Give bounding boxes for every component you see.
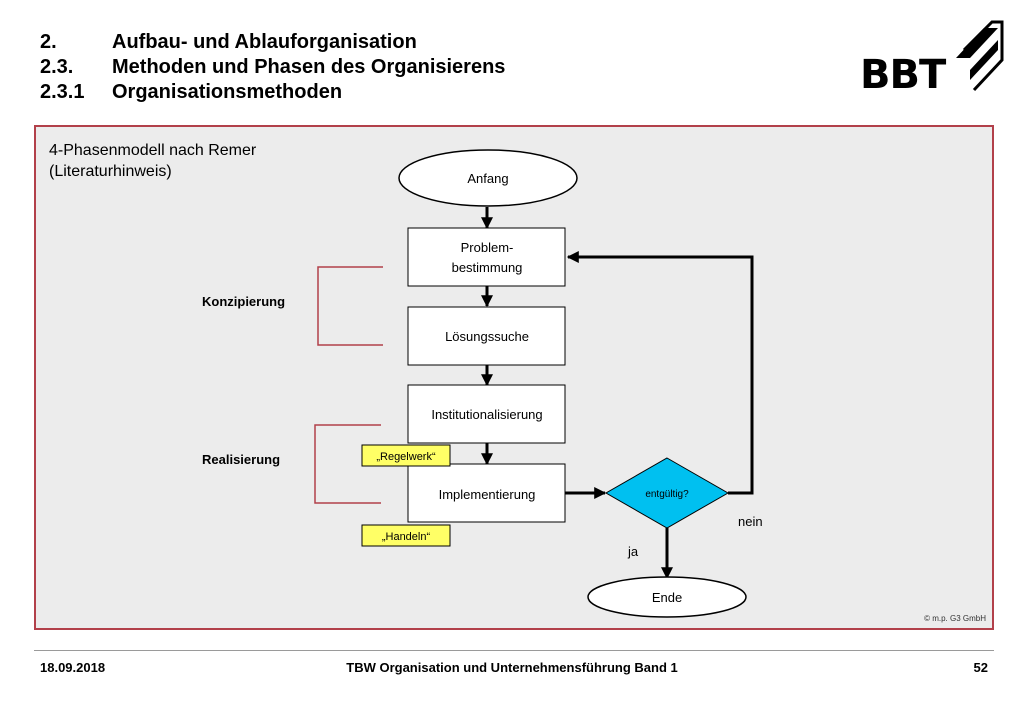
header-number-2: 2.3.	[40, 56, 74, 78]
header-title-2: Methoden und Phasen des Organisierens	[112, 56, 506, 78]
step-institutionalisierung	[407, 384, 566, 444]
step-problembestimmung-label-2: bestimmung	[452, 260, 523, 275]
footer-page-number: 52	[973, 660, 988, 675]
step-institutionalisierung-label: Institutionalisierung	[431, 407, 542, 422]
step-problembestimmung	[407, 227, 566, 287]
tag-regelwerk	[361, 444, 451, 467]
tag-regelwerk-label: „Regelwerk“	[376, 451, 436, 463]
arrow-loop-back	[566, 251, 754, 495]
bbt-logo: BBT	[860, 20, 1004, 98]
panel-title: 4-Phasenmodell nach Remer	[49, 142, 257, 159]
decision-label: entgültig?	[645, 489, 689, 500]
start-node	[398, 149, 578, 207]
group-realisierung: Realisierung	[202, 452, 280, 467]
diagram-panel	[34, 125, 994, 630]
panel-subtitle: (Literaturhinweis)	[49, 163, 172, 180]
decision-node	[604, 457, 730, 529]
end-node	[587, 576, 747, 618]
tag-handeln	[361, 524, 451, 547]
label-nein: nein	[738, 514, 763, 529]
step-implementierung-label: Implementierung	[439, 487, 536, 502]
logo-text: BBT	[860, 52, 947, 98]
bracket-konzipierung	[317, 266, 383, 346]
header-title-1: Aufbau- und Ablauforganisation	[112, 31, 417, 53]
footer-title: TBW Organisation und Unternehmensführung…	[346, 660, 678, 675]
header-title-3: Organisationsmethoden	[112, 81, 343, 103]
footer-divider	[34, 650, 994, 651]
step-loesungssuche-label: Lösungssuche	[445, 329, 529, 344]
tag-handeln-label: „Handeln“	[382, 531, 431, 543]
footer-date: 18.09.2018	[40, 660, 106, 675]
start-label: Anfang	[467, 171, 508, 186]
group-konzipierung: Konzipierung	[202, 294, 285, 309]
header-number-1: 2.	[40, 31, 57, 53]
step-implementierung	[407, 463, 566, 523]
copyright-note: © m.p. G3 GmbH	[924, 614, 986, 623]
bracket-realisierung	[314, 424, 381, 504]
end-label: Ende	[652, 590, 682, 605]
header-number-3: 2.3.1	[40, 81, 85, 103]
step-problembestimmung-label-1: Problem-	[461, 240, 514, 255]
label-ja: ja	[627, 544, 639, 559]
step-loesungssuche	[407, 306, 566, 366]
